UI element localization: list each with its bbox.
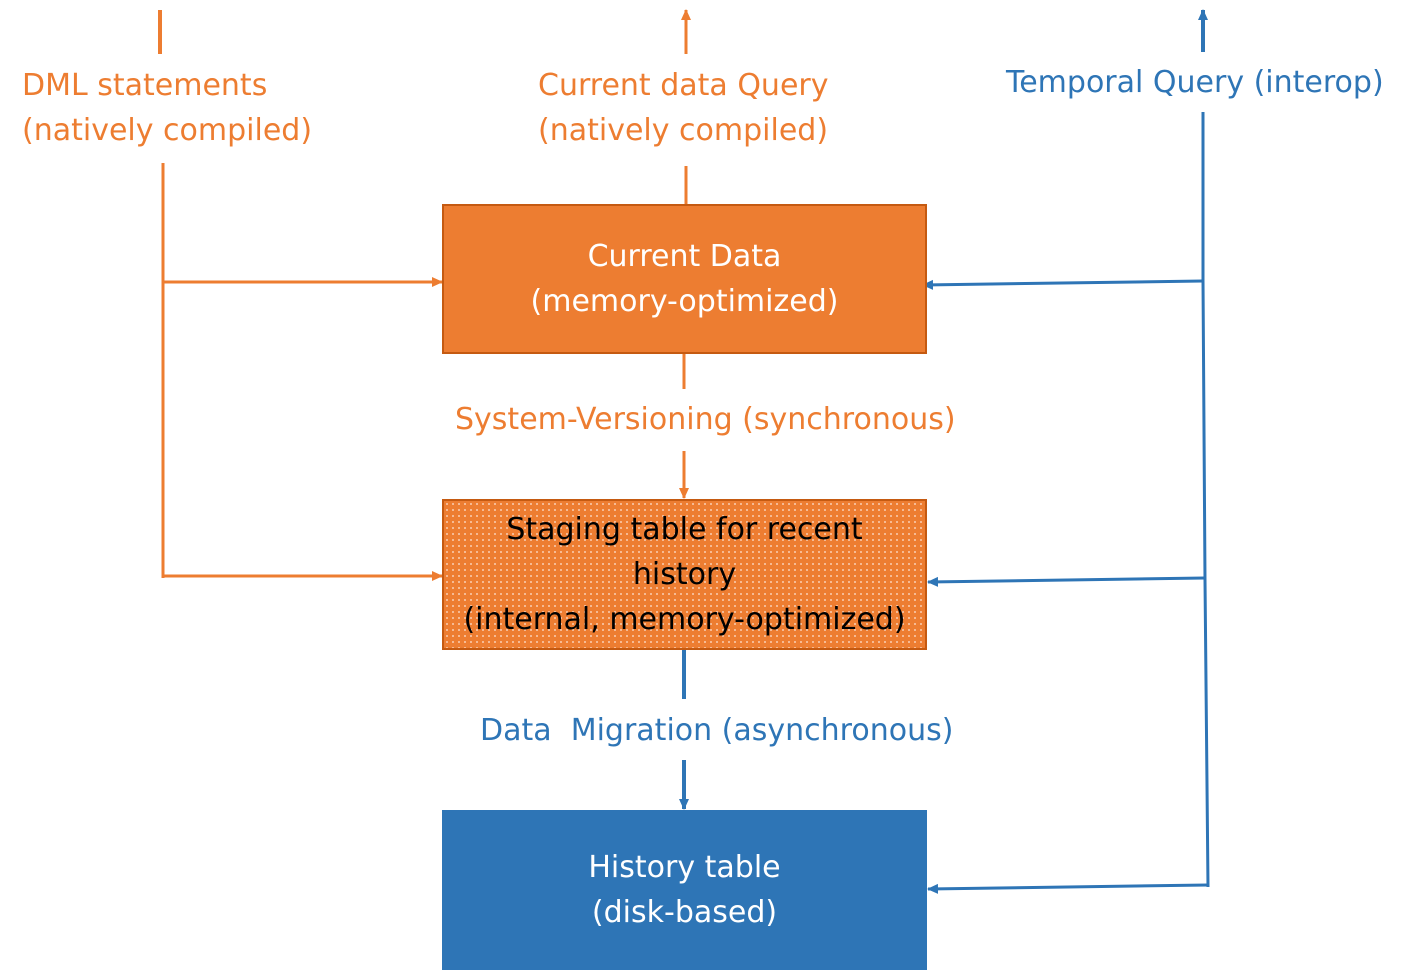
staging-table-box: Staging table for recent history (intern…	[442, 499, 927, 650]
dml-label-line1: DML statements	[22, 68, 268, 103]
temporal-to-history-arrow	[927, 883, 1209, 894]
data-migration-label: Data Migration (asynchronous)	[480, 713, 954, 748]
dml-label: DML statements (natively compiled)	[22, 63, 312, 153]
temporal-to-staging-arrow	[927, 576, 1206, 587]
staging-table-line2: history	[632, 557, 737, 592]
current-data-subtitle: (memory-optimized)	[530, 284, 839, 319]
current-query-label-line1: Current data Query	[538, 68, 829, 103]
temporal-query-vertical-line	[1201, 112, 1210, 888]
current-data-title: Current Data	[587, 239, 782, 274]
staging-table-line3: (internal, memory-optimized)	[463, 602, 906, 637]
history-table-title: History table	[588, 850, 781, 885]
temporal-to-current-arrow	[922, 279, 1204, 290]
history-table-subtitle: (disk-based)	[591, 895, 778, 930]
dml-label-line2: (natively compiled)	[22, 113, 313, 148]
staging-table-line1: Staging table for recent	[506, 512, 863, 547]
current-query-label: Current data Query (natively compiled)	[538, 63, 829, 153]
history-table-box: History table (disk-based)	[442, 810, 927, 970]
current-data-box: Current Data (memory-optimized)	[442, 204, 927, 354]
system-versioning-label: System-Versioning (synchronous)	[455, 402, 956, 437]
current-query-label-line2: (natively compiled)	[538, 113, 829, 148]
temporal-query-label: Temporal Query (interop)	[1006, 65, 1384, 100]
